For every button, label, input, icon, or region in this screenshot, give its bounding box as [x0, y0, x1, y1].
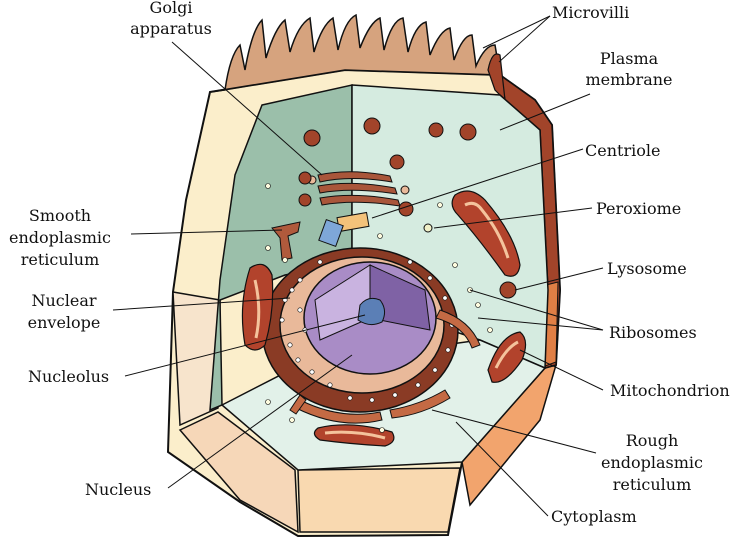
label-centriole: Centriole — [585, 141, 660, 160]
bottom-wall-panel — [297, 467, 461, 533]
mitochondrion-lower-right — [487, 331, 527, 383]
label-nucleolus: Nucleolus — [28, 367, 109, 386]
nucleolus — [357, 297, 386, 326]
peroxisome — [423, 223, 433, 233]
free-ribosomes — [265, 183, 493, 433]
lysosomes — [298, 117, 517, 299]
rough-er-strands — [289, 309, 481, 424]
label-cytoplasm: Cytoplasm — [551, 507, 637, 526]
mitochondrion-bottom — [313, 424, 395, 447]
rough-er-ribosome-dots — [279, 259, 455, 403]
label-nucleus: Nucleus — [85, 480, 151, 499]
label-microvilli: Microvilli — [552, 3, 629, 22]
microvilli-band — [209, 13, 501, 93]
bottom-left-wall-panel — [178, 411, 299, 534]
mitochondrion-left — [241, 263, 274, 351]
label-ribosomes: Ribosomes — [609, 323, 697, 342]
label-lysosome: Lysosome — [607, 259, 687, 278]
mitochondria — [241, 190, 527, 447]
smooth-er — [271, 221, 301, 261]
mitochondrion-upper-right — [451, 190, 521, 277]
leader-lines — [112, 15, 604, 517]
lower-left-wall-panel — [172, 291, 221, 427]
microvilli — [209, 13, 506, 102]
microvilli-right-finger — [487, 53, 506, 102]
nucleus-group — [261, 247, 459, 413]
centriole — [318, 211, 370, 248]
label-mitochondrion: Mitochondrion — [610, 381, 730, 400]
label-peroxiome: Peroxiome — [596, 199, 681, 218]
